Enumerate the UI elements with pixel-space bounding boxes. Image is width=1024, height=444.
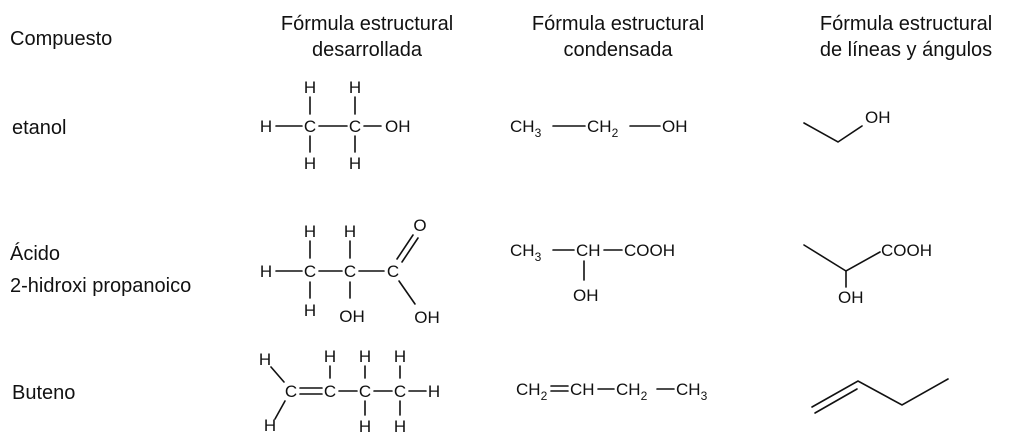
header-compound: Compuesto: [10, 28, 112, 50]
group-ch2: CH2: [616, 380, 648, 403]
atom-c: C: [304, 117, 316, 136]
header-condensed-line1: Fórmula estructural: [532, 13, 704, 35]
header-condensed-line2: condensada: [564, 39, 674, 61]
atom-h: H: [359, 347, 371, 366]
group-ch: CH: [570, 380, 595, 399]
group-cooh: COOH: [881, 241, 932, 260]
acido-skeletal-formula: COOH OH: [803, 241, 932, 307]
group-ch3: CH3: [510, 241, 542, 264]
group-ch2: CH2: [587, 117, 619, 140]
acido-condensed-formula: CH3 CH COOH OH: [510, 241, 675, 305]
group-ch3: CH3: [510, 117, 542, 140]
atom-h: H: [359, 417, 371, 436]
group-oh: OH: [865, 108, 891, 127]
atom-h: H: [260, 117, 272, 136]
atom-h: H: [349, 78, 361, 97]
compound-name-buteno: Buteno: [12, 382, 75, 404]
group-ch: CH: [576, 241, 601, 260]
carbon-chain: [811, 378, 949, 408]
etanol-expanded-formula: H C C OH H H H H: [260, 78, 411, 173]
buteno-expanded-formula: H H C C C C H H H H H H: [259, 347, 440, 436]
double-bond: [396, 234, 414, 260]
atom-c: C: [344, 262, 356, 281]
atom-h: H: [260, 262, 272, 281]
header-expanded-line1: Fórmula estructural: [281, 13, 453, 35]
atom-o: O: [413, 216, 426, 235]
atom-h: H: [324, 347, 336, 366]
atom-h: H: [394, 417, 406, 436]
header-skeletal-line2: de líneas y ángulos: [820, 39, 992, 61]
atom-h: H: [264, 416, 276, 435]
group-oh: OH: [838, 288, 864, 307]
atom-h: H: [428, 382, 440, 401]
atom-c: C: [285, 382, 297, 401]
atom-h: H: [304, 222, 316, 241]
etanol-condensed-formula: CH3 CH2 OH: [510, 117, 688, 140]
atom-h: H: [349, 154, 361, 173]
double-bond: [814, 388, 858, 414]
atom-h: H: [304, 78, 316, 97]
acido-expanded-formula: H C C C H H H OH O OH: [260, 216, 440, 327]
header-expanded-line2: desarrollada: [312, 39, 423, 61]
group-ch3: CH3: [676, 380, 708, 403]
atom-c: C: [349, 117, 361, 136]
atom-oh: OH: [414, 308, 440, 327]
group-cooh: COOH: [624, 241, 675, 260]
carbon-chain: [803, 244, 881, 272]
atom-c: C: [324, 382, 336, 401]
buteno-condensed-formula: CH2 CH CH2 CH3: [516, 380, 708, 403]
compound-name-acido-line2: 2-hidroxi propanoico: [10, 275, 191, 297]
atom-h: H: [304, 301, 316, 320]
group-oh: OH: [662, 117, 688, 136]
bond: [274, 400, 286, 420]
group-oh: OH: [573, 286, 599, 305]
bond: [270, 366, 285, 383]
atom-h: H: [304, 154, 316, 173]
etanol-skeletal-formula: OH: [803, 108, 891, 143]
group-ch2: CH2: [516, 380, 548, 403]
double-bond: [401, 237, 419, 263]
atom-c: C: [304, 262, 316, 281]
atom-h: H: [394, 347, 406, 366]
atom-oh: OH: [339, 307, 365, 326]
atom-c: C: [394, 382, 406, 401]
header-skeletal-line1: Fórmula estructural: [820, 13, 992, 35]
compound-name-etanol: etanol: [12, 117, 67, 139]
compound-name-acido-line1: Ácido: [10, 242, 60, 265]
atom-h: H: [259, 350, 271, 369]
carbon-chain: [803, 122, 863, 143]
atom-c: C: [387, 262, 399, 281]
buteno-skeletal-formula: [811, 378, 949, 414]
atom-oh: OH: [385, 117, 411, 136]
atom-c: C: [359, 382, 371, 401]
bond: [398, 280, 416, 305]
atom-h: H: [344, 222, 356, 241]
